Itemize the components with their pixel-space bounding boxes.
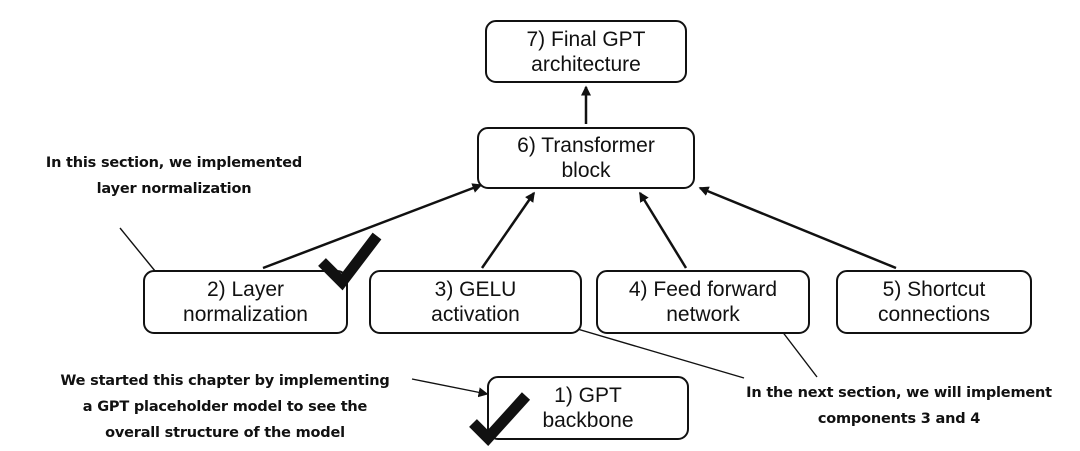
node-label-line: connections <box>877 303 991 326</box>
arrow-feed-forward-to-transformer <box>638 191 688 269</box>
node-label-line: 3) GELU <box>434 278 517 301</box>
annotation-line: In the next section, we will implement <box>746 385 1052 401</box>
checkmark-icon <box>318 232 382 291</box>
node-gelu-activation: 3) GELU activation <box>369 270 582 334</box>
node-label-line: normalization <box>183 303 308 326</box>
annotation-line: We started this chapter by implementing <box>60 373 390 389</box>
node-label-line: backbone <box>542 409 634 432</box>
pointer-chapter-start-to-backbone <box>411 378 489 398</box>
node-label-line: 7) Final GPT <box>526 27 646 51</box>
node-label-line: 5) Shortcut <box>882 278 986 301</box>
node-label-line: 4) Feed forward <box>628 278 778 301</box>
annotation-line: In this section, we implemented <box>45 155 303 171</box>
annotation-next-section: In the next section, we will implement c… <box>724 380 1074 432</box>
arrow-layer-norm-to-transformer <box>262 183 483 270</box>
annotation-chapter-start: We started this chapter by implementing … <box>40 368 410 446</box>
arrow-gelu-to-transformer <box>480 191 536 269</box>
checkmark-icon <box>469 392 531 446</box>
annotation-this-section: In this section, we implemented layer no… <box>24 150 324 202</box>
node-final-gpt-architecture: 7) Final GPT architecture <box>485 20 687 83</box>
node-transformer-block: 6) Transformer block <box>477 127 695 189</box>
node-label-line: architecture <box>531 52 641 76</box>
arrow-shortcut-to-transformer <box>698 186 897 270</box>
node-label-line: activation <box>431 303 520 326</box>
node-feed-forward-network: 4) Feed forward network <box>596 270 810 334</box>
annotation-line: overall structure of the model <box>105 425 345 441</box>
node-label-line: 1) GPT <box>554 384 622 407</box>
pointer-next-section-to-gelu <box>555 320 745 379</box>
annotation-line: components 3 and 4 <box>817 411 981 427</box>
node-label-line: network <box>666 303 740 326</box>
node-label-line: block <box>561 159 611 182</box>
annotation-line: layer normalization <box>96 181 252 197</box>
node-shortcut-connections: 5) Shortcut connections <box>836 270 1032 334</box>
node-label-line: 2) Layer <box>206 278 285 301</box>
annotation-line: a GPT placeholder model to see the <box>82 399 368 415</box>
node-layer-normalization: 2) Layer normalization <box>143 270 348 334</box>
node-label-line: 6) Transformer <box>517 134 655 157</box>
